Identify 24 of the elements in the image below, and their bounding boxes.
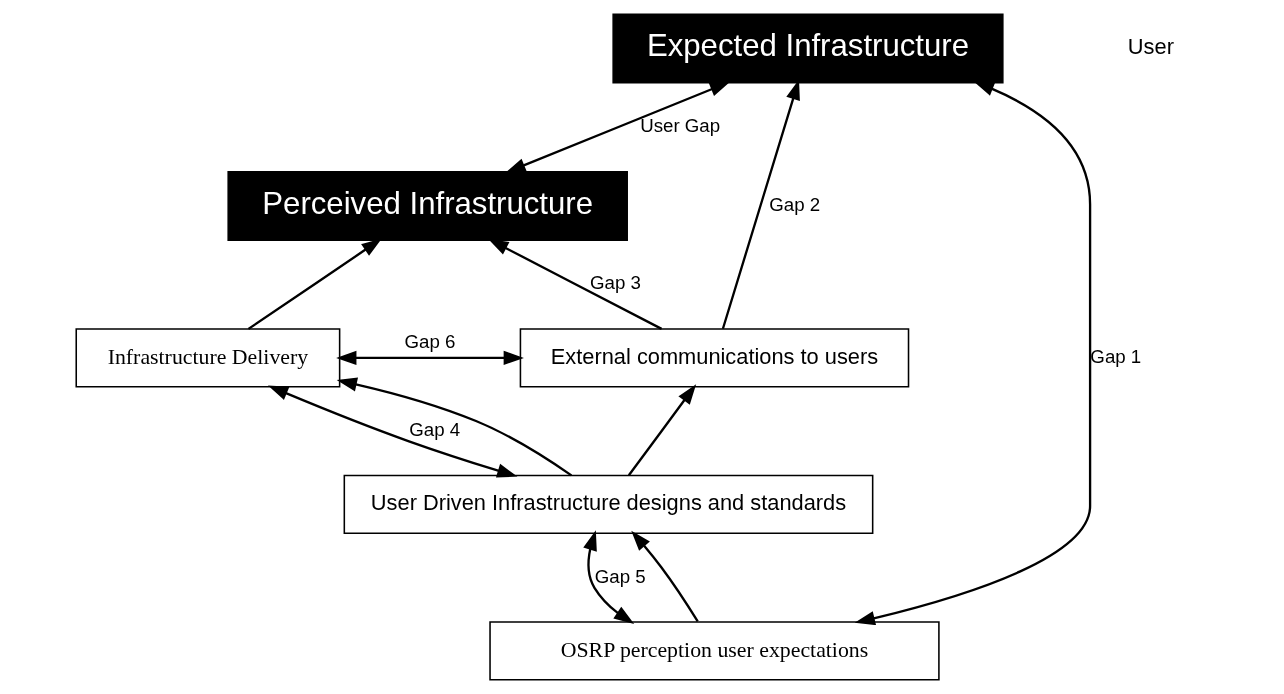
arrow bbox=[267, 385, 518, 478]
node-box: External communications to users bbox=[519, 328, 910, 388]
arrow bbox=[854, 81, 1092, 626]
arrow bbox=[627, 384, 697, 476]
node-box: Expected Infrastructure bbox=[612, 13, 1004, 84]
node-box: OSRP perception user expectations bbox=[489, 621, 940, 681]
label: User bbox=[1127, 34, 1174, 60]
edge-label: Gap 6 bbox=[404, 330, 456, 352]
node-box: Infrastructure Delivery bbox=[75, 328, 341, 388]
edge-label: Gap 4 bbox=[409, 419, 461, 440]
arrow bbox=[247, 238, 382, 330]
arrow bbox=[336, 377, 573, 477]
arrow bbox=[631, 530, 699, 623]
node-box: User Driven Infrastructure designs and standards bbox=[343, 474, 874, 535]
edge-label: Gap 1 bbox=[1090, 345, 1142, 367]
arrow bbox=[488, 238, 663, 330]
edge-label: Gap 5 bbox=[594, 565, 646, 587]
edge-label: Gap 2 bbox=[769, 193, 821, 215]
arrow bbox=[336, 350, 524, 365]
node-box: Perceived Infrastructure bbox=[227, 170, 628, 241]
arrow bbox=[505, 81, 731, 173]
edge-label: Gap 3 bbox=[590, 272, 641, 294]
arrow bbox=[583, 530, 635, 624]
edge-label: User Gap bbox=[640, 115, 721, 137]
